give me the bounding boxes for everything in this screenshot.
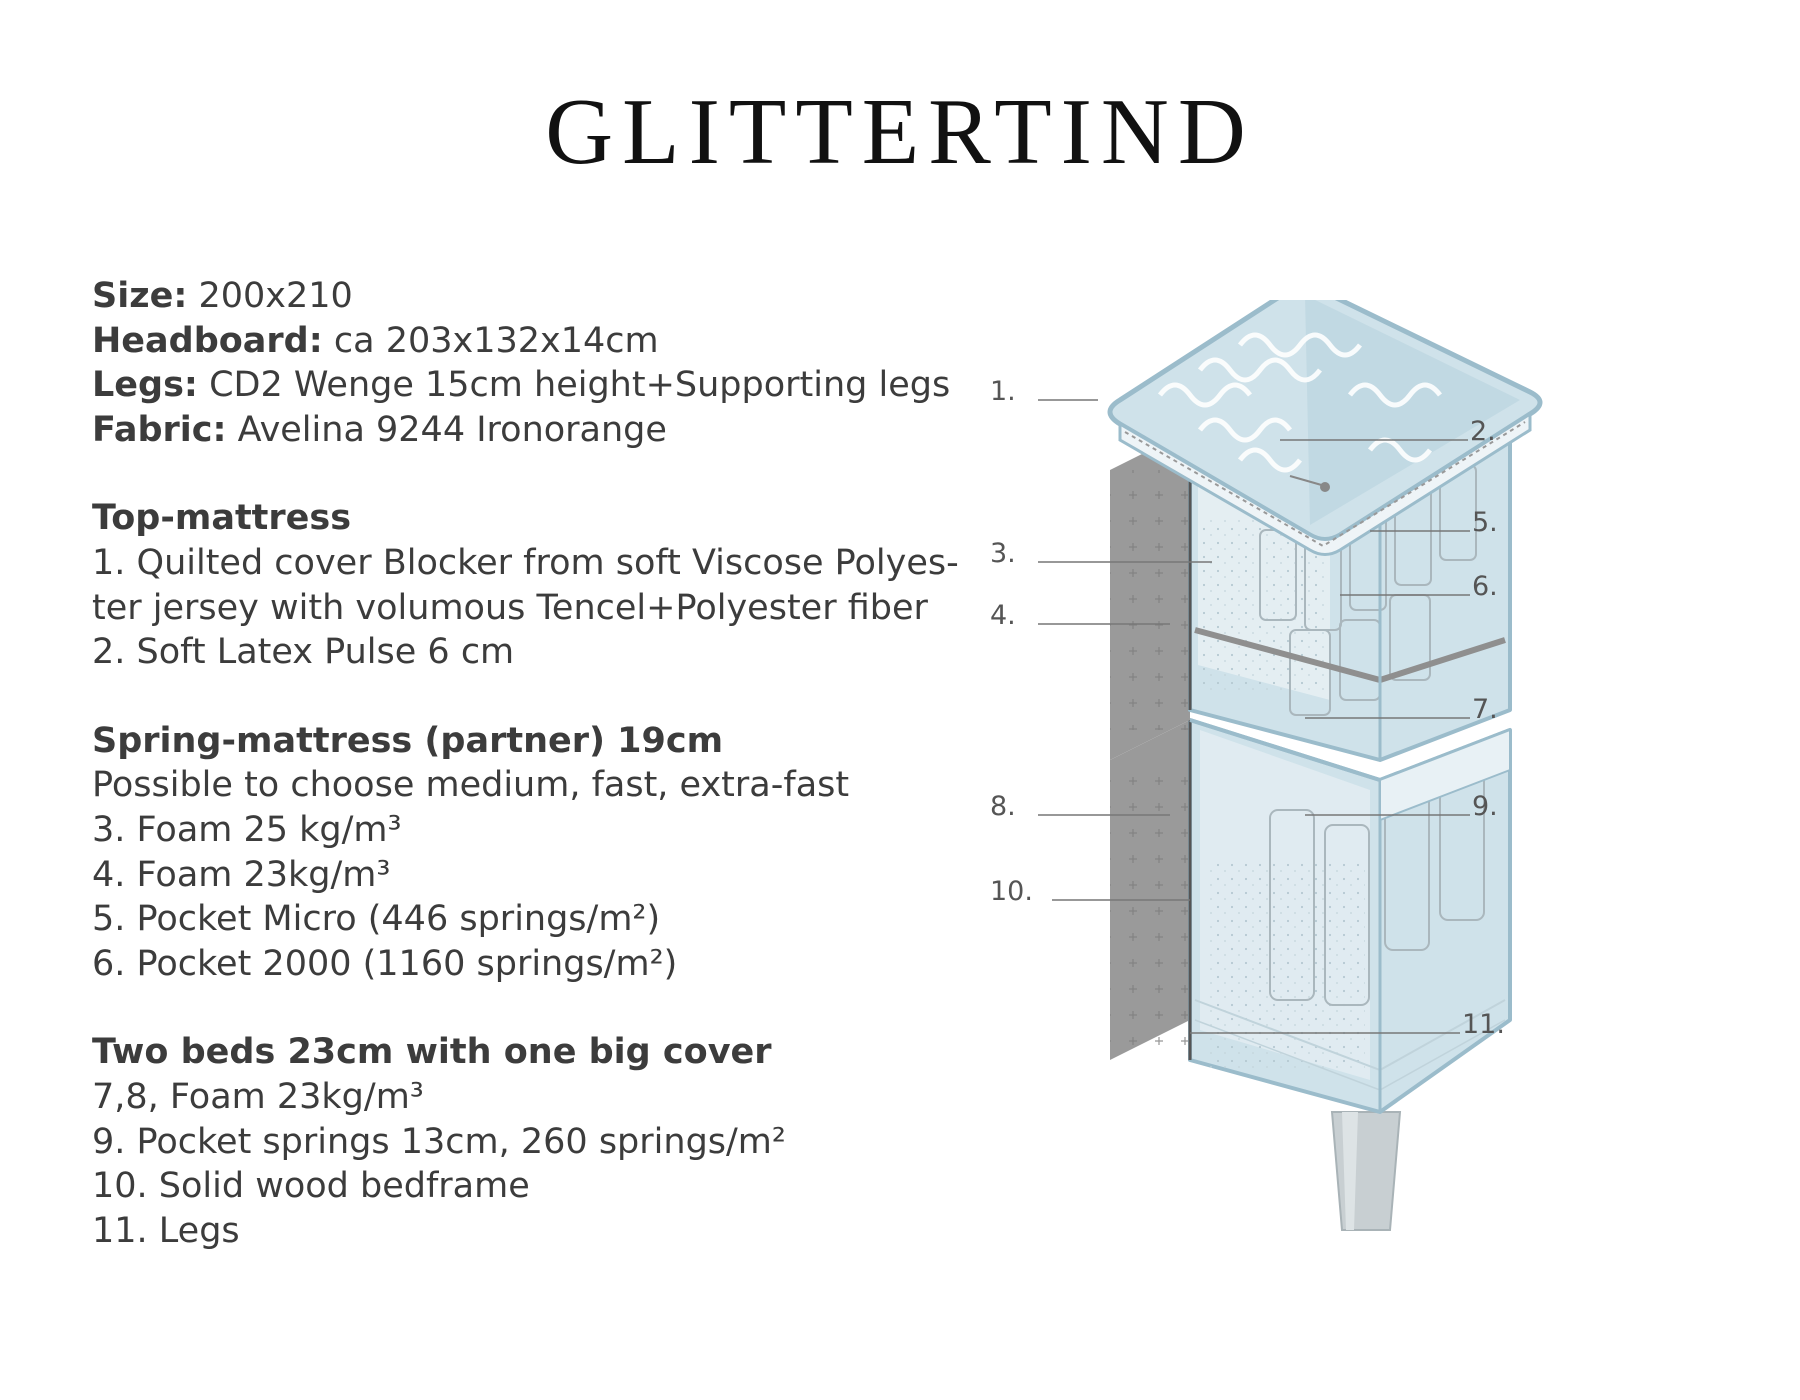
top-mattress-line: 1. Quilted cover Blocker from soft Visco… <box>92 542 959 583</box>
spec-fabric: Fabric: Avelina 9244 Ironorange <box>92 408 952 453</box>
callout-label-5: 5. <box>1472 507 1498 538</box>
callout-label-11: 11. <box>1462 1009 1505 1040</box>
section-gap <box>92 986 952 1030</box>
mattress-cutaway-illustration: 1. 2. 3. 4. 5. 6. 7. 8. 9. 10. 11. <box>990 300 1543 1231</box>
top-mattress <box>1107 300 1543 556</box>
callout-label-7: 7. <box>1472 694 1498 725</box>
spec-size: Size: 200x210 <box>92 274 952 319</box>
spring-mattress-line: 3. Foam 25 kg/m³ <box>92 809 402 850</box>
spring-mattress-line: 6. Pocket 2000 (1160 springs/m²) <box>92 943 678 984</box>
top-mattress-line: 2. Soft Latex Pulse 6 cm <box>92 632 515 673</box>
callout-label-1: 1. <box>990 376 1016 407</box>
spec-legs: Legs: CD2 Wenge 15cm height+Supporting l… <box>92 363 952 408</box>
spring-mattress-heading-text: Spring-mattress (partner) 19cm <box>92 720 724 761</box>
leg <box>1330 1111 1402 1231</box>
spec-headboard-value: ca 203x132x14cm <box>333 320 659 361</box>
callout-label-8: 8. <box>990 791 1016 822</box>
beds-heading: Two beds 23cm with one big cover <box>92 1030 952 1075</box>
bed-base <box>1110 718 1512 1114</box>
beds-heading-text: Two beds 23cm with one big cover <box>92 1032 772 1073</box>
top-mattress-heading-text: Top-mattress <box>92 498 352 539</box>
spring-mattress-line: 5. Pocket Micro (446 springs/m²) <box>92 899 661 940</box>
spec-legs-label: Legs: <box>92 365 198 406</box>
quilt-pattern <box>1158 332 1442 473</box>
spec-list: Size: 200x210 Headboard: ca 203x132x14cm… <box>92 274 959 1253</box>
callouts <box>1038 399 1470 1034</box>
beds-line: 11. Legs <box>92 1210 240 1251</box>
beds-line: 9. Pocket springs 13cm, 260 springs/m² <box>92 1121 786 1162</box>
spec-fabric-value: Avelina 9244 Ironorange <box>237 409 667 450</box>
spring-mattress-heading: Spring-mattress (partner) 19cm <box>92 719 952 764</box>
beds-line: 10. Solid wood bedframe <box>92 1166 530 1207</box>
spec-fabric-label: Fabric: <box>92 409 227 450</box>
callout-label-6: 6. <box>1472 571 1498 602</box>
beds-line: 7,8, Foam 23kg/m³ <box>92 1076 424 1117</box>
spring-mattress-line: Possible to choose medium, fast, extra-f… <box>92 765 850 806</box>
callout-label-2: 2. <box>1470 416 1496 447</box>
page-title: GLITTERTIND <box>545 80 1255 184</box>
base-springs <box>1269 769 1485 1006</box>
spec-headboard-label: Headboard: <box>92 320 323 361</box>
spec-size-value: 200x210 <box>198 276 353 316</box>
callout-label-10: 10. <box>990 876 1033 907</box>
callout-label-4: 4. <box>990 600 1016 631</box>
spec-legs-value: CD2 Wenge 15cm height+Supporting legs <box>209 365 951 406</box>
spec-size-label: Size: <box>92 276 188 316</box>
top-mattress-line: ter jersey with volumous Tencel+Polyeste… <box>92 587 928 628</box>
spring-mattress-line: 4. Foam 23kg/m³ <box>92 854 391 895</box>
spec-headboard: Headboard: ca 203x132x14cm <box>92 319 952 364</box>
callout-labels: 1. 2. 3. 4. 5. 6. 7. 8. 9. 10. 11. <box>990 376 1505 1040</box>
top-mattress-heading: Top-mattress <box>92 496 952 541</box>
section-gap <box>92 452 952 496</box>
mattress-cutaway-diagram: 1. 2. 3. 4. 5. 6. 7. 8. 9. 10. 11. <box>990 300 1750 1260</box>
section-gap <box>92 675 952 719</box>
callout-label-9: 9. <box>1472 791 1498 822</box>
callout-label-3: 3. <box>990 538 1016 569</box>
